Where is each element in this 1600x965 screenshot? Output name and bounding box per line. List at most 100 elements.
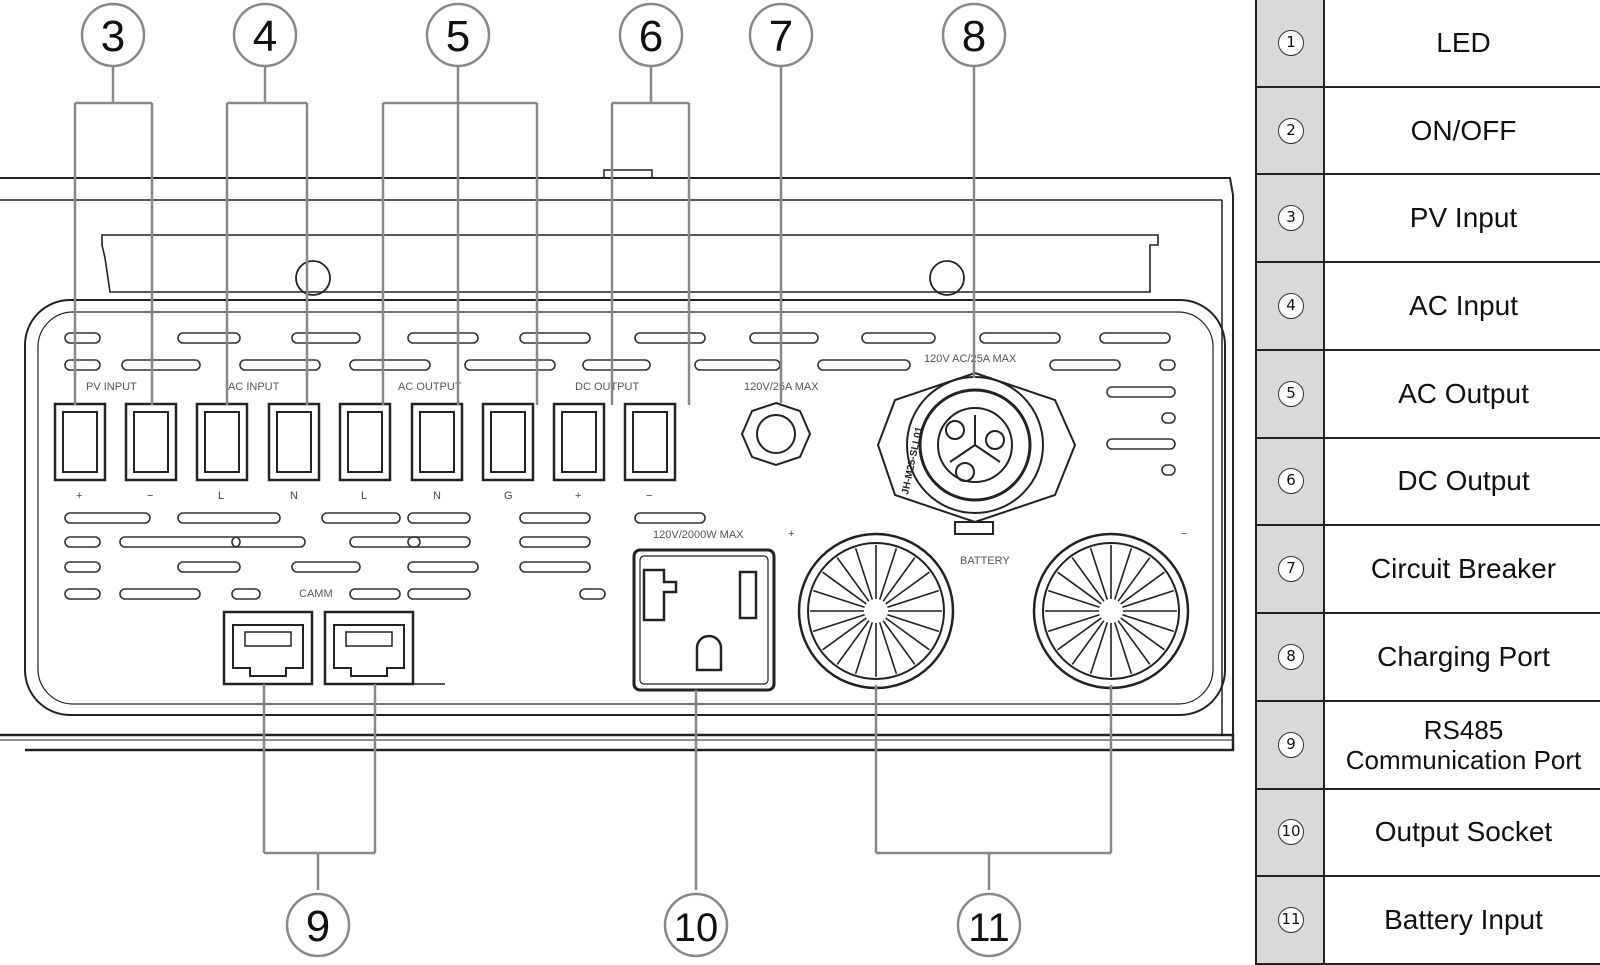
callout-8: 8 (941, 2, 1007, 68)
rj45-ports (222, 610, 445, 686)
vent-slot (177, 332, 241, 344)
vent-slot (349, 536, 421, 548)
vent-slot (1161, 464, 1176, 476)
callout-7: 7 (748, 2, 814, 68)
vent-slot (231, 536, 306, 548)
vent-slot (519, 512, 591, 524)
vent-slot (519, 536, 591, 548)
legend-number-cell: 3 (1257, 175, 1325, 262)
legend-label: PV Input (1409, 202, 1518, 234)
battery-negative-sign: − (1181, 528, 1187, 540)
battery-positive-terminal (797, 532, 955, 690)
legend-number-cell: 4 (1257, 263, 1325, 349)
terminal-sign: − (646, 490, 652, 502)
legend-number: 7 (1278, 556, 1304, 583)
callout-11: 11 (956, 892, 1022, 958)
vent-slot (349, 588, 401, 600)
charging-rating-label: 120V AC/25A MAX (924, 353, 1017, 365)
vent-slot (749, 332, 819, 344)
vent-slot (1106, 386, 1176, 398)
vent-slot (119, 536, 241, 548)
vent-slot (291, 561, 361, 573)
vent-slot (407, 536, 471, 548)
legend-number: 10 (1278, 819, 1304, 846)
legend-row: 2 ON/OFF (1257, 87, 1600, 176)
circuit-breaker (740, 401, 812, 467)
legend-number: 6 (1278, 468, 1304, 495)
vent-slot (979, 332, 1061, 344)
vent-slot (349, 359, 431, 371)
terminal-sign: L (361, 490, 367, 502)
legend-number: 8 (1278, 643, 1304, 670)
vent-slot (239, 359, 321, 371)
legend-label: RS485 Communication Port (1345, 714, 1582, 775)
device-panel-diagram: PV INPUT AC INPUT AC OUTPUT DC OUTPUT 12… (0, 2, 1235, 958)
inner-panel (24, 299, 1226, 716)
legend-label: Charging Port (1377, 640, 1550, 672)
vent-slot (177, 512, 281, 524)
vent-slot (1106, 438, 1176, 450)
legend-number-cell: 9 (1257, 701, 1325, 788)
vent-slot (519, 561, 591, 573)
vent-slot (1161, 412, 1176, 424)
legend-number-cell: 8 (1257, 614, 1325, 700)
terminal-sign: − (147, 490, 153, 502)
legend-number-cell: 6 (1257, 438, 1325, 525)
vent-slot (64, 359, 101, 371)
callout-markers: 3 4 5 6 7 8 9 10 11 (80, 2, 1022, 958)
legend-number: 4 (1278, 293, 1304, 320)
screw-right (929, 260, 965, 296)
terminal-socket: N (267, 402, 321, 502)
terminal-socket: N (410, 402, 464, 502)
callout-number: 7 (769, 12, 793, 61)
vent-slot (694, 359, 781, 371)
battery-negative-terminal (1032, 532, 1190, 690)
legend-label: ON/OFF (1410, 114, 1517, 146)
callout-6: 6 (618, 2, 684, 68)
vent-slot (519, 332, 591, 344)
rj45-port-1 (222, 610, 314, 686)
vent-slot (407, 332, 479, 344)
callout-number: 9 (306, 902, 330, 951)
callout-number: 5 (446, 12, 470, 61)
vent-slot (861, 332, 936, 344)
callout-leaders (73, 67, 1113, 890)
callout-number: 6 (639, 12, 663, 61)
terminal-sign: + (76, 490, 82, 502)
device-housing (0, 177, 1234, 736)
dc-output-label: DC OUTPUT (575, 381, 639, 393)
vent-slot (634, 332, 706, 344)
terminal-sign: N (290, 490, 298, 502)
legend-number: 1 (1278, 29, 1304, 56)
vent-slot (1099, 332, 1171, 344)
vent-slot (64, 588, 101, 600)
vent-slot (407, 561, 479, 573)
callout-number: 10 (674, 906, 719, 950)
terminal-socket: L (195, 402, 249, 502)
vent-slot (121, 359, 201, 371)
legend-number: 2 (1278, 117, 1304, 144)
vent-slot (119, 588, 201, 600)
legend-label: Battery Input (1384, 904, 1543, 936)
terminal-socket: L (338, 402, 392, 502)
screw-left (295, 260, 331, 296)
output-socket (632, 548, 776, 692)
callout-number: 3 (101, 12, 125, 61)
vent-slot (582, 359, 651, 371)
pv-input-label: PV INPUT (86, 381, 137, 393)
vent-slot (464, 359, 556, 371)
vent-slots (64, 332, 1176, 600)
legend-number-cell: 7 (1257, 526, 1325, 613)
callout-number: 8 (962, 12, 986, 61)
vent-slot (817, 359, 911, 371)
callout-9: 9 (285, 892, 351, 958)
vent-slot (64, 536, 101, 548)
callout-number: 4 (253, 12, 277, 61)
vent-slot (1049, 359, 1121, 371)
legend-row: 9 RS485 Communication Port (1257, 701, 1600, 790)
